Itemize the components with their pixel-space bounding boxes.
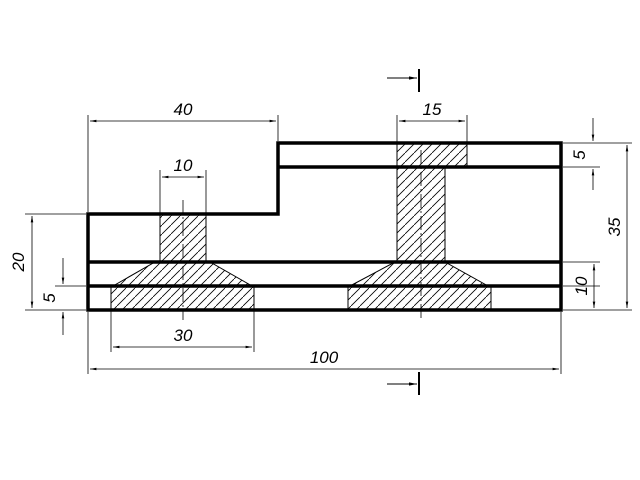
left-base-section (110, 285, 255, 310)
dim-label-10-right: 10 (572, 276, 591, 295)
dim-label-35: 35 (605, 217, 624, 236)
dim-label-10-top: 10 (174, 156, 193, 175)
right-trapezoid-section (349, 261, 490, 287)
right-cap-section (396, 143, 468, 167)
dim-label-20: 20 (9, 252, 28, 272)
dim-label-40: 40 (174, 100, 193, 119)
section-markers (387, 69, 420, 395)
left-trapezoid-section (111, 261, 254, 287)
outer-contour (86, 141, 563, 312)
dim-label-100: 100 (310, 348, 339, 367)
dim-label-5-top: 5 (570, 150, 589, 160)
dim-label-5-left: 5 (40, 293, 59, 303)
dim-label-15: 15 (423, 100, 442, 119)
main-outline (86, 141, 563, 312)
centerlines (182, 150, 422, 320)
right-base-section (347, 285, 492, 310)
dimension-labels: 40 15 10 5 35 10 20 5 30 100 (9, 100, 624, 367)
dimension-lines (25, 115, 632, 374)
dim-label-30: 30 (174, 326, 193, 345)
